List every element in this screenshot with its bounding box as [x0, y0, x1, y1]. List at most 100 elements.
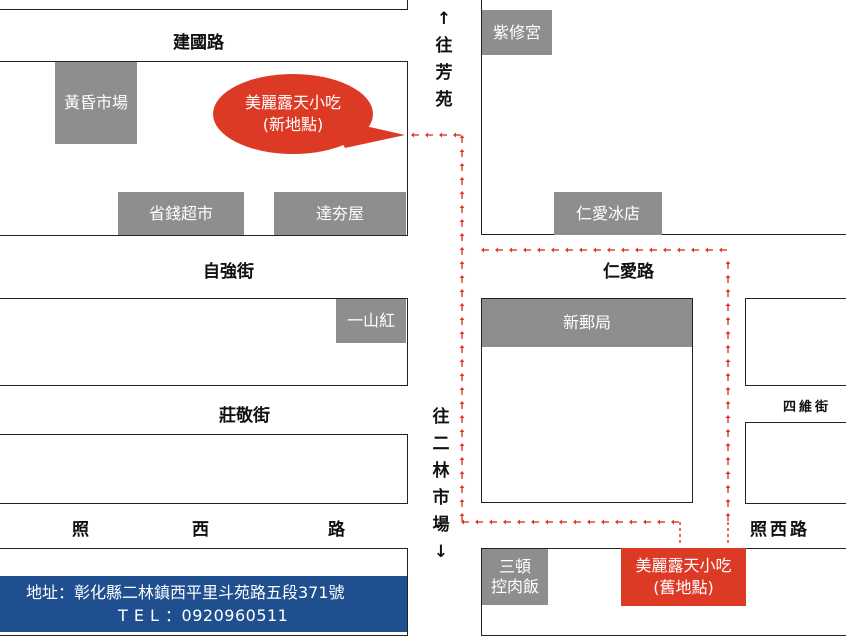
route-arrowhead	[537, 247, 540, 253]
route-arrowhead	[607, 247, 610, 253]
route-arrowhead	[459, 415, 465, 418]
route-arrowhead	[459, 149, 465, 152]
route-arrowhead	[411, 132, 414, 138]
road-zhaoxi-char-1: 照	[72, 520, 89, 540]
route-arrowhead	[459, 429, 465, 432]
route-arrowhead	[719, 247, 722, 253]
route-arrowhead	[725, 289, 731, 292]
route-arrowhead	[725, 261, 731, 264]
landmark-shengqian-label: 省錢超市	[148, 203, 213, 223]
direction-north-arrow-icon: ↑	[436, 9, 452, 29]
route-arrowhead	[459, 205, 465, 208]
route-arrowhead	[459, 331, 465, 334]
route-arrowhead	[579, 247, 582, 253]
route-arrowhead	[459, 387, 465, 390]
road-zhaoxi-char-3: 路	[328, 520, 345, 540]
old-location-note: (舊地點)	[653, 578, 714, 597]
route-arrowhead	[459, 485, 465, 488]
route-arrowhead	[459, 219, 465, 222]
route-arrowhead	[459, 275, 465, 278]
route-path	[411, 132, 731, 546]
route-arrowhead	[481, 247, 484, 253]
route-arrowhead	[725, 443, 731, 446]
new-location-marker: 美麗露天小吃 (新地點)	[213, 74, 373, 154]
route-arrowhead	[545, 519, 548, 525]
route-arrowhead	[725, 415, 731, 418]
tel-text: T E L ：0920960511	[118, 606, 289, 625]
route-arrowhead	[725, 485, 731, 488]
landmark-dakua-label: 達夯屋	[315, 203, 364, 223]
route-arrowhead	[725, 317, 731, 320]
landmark-huanghun-label: 黃昏市場	[63, 93, 128, 112]
route-arrowhead	[459, 303, 465, 306]
landmark-renai-ice: 仁愛冰店	[554, 192, 662, 235]
route-arrowhead	[459, 261, 465, 264]
landmark-huanghun-market: 黃昏市場	[55, 62, 137, 144]
route-arrowhead	[691, 247, 694, 253]
route-arrowhead	[453, 132, 456, 138]
road-siwei: 四維街	[783, 400, 832, 415]
landmark-yishanhong: 一山紅	[336, 299, 406, 343]
old-location-marker: 美麗露天小吃 (舊地點)	[621, 548, 746, 606]
route-arrowhead	[459, 401, 465, 404]
direction-south-char: 二	[432, 434, 450, 454]
route-arrowhead	[509, 247, 512, 253]
route-arrowhead	[459, 135, 465, 138]
route-arrowhead	[725, 457, 731, 460]
route-arrowhead	[459, 359, 465, 362]
route-arrowhead	[635, 247, 638, 253]
road-zhuangjing: 莊敬街	[219, 406, 270, 426]
new-location-note: (新地點)	[262, 115, 324, 134]
old-location-title: 美麗露天小吃	[635, 556, 732, 576]
block-top-left	[0, 0, 408, 10]
route-arrowhead	[663, 247, 666, 253]
address-info-bar: 地址：彰化縣二林鎮西平里斗苑路五段371號 T E L ：0920960511	[0, 576, 407, 632]
route-arrowhead	[725, 275, 731, 278]
route-arrowhead	[459, 247, 465, 250]
direction-north-char: 往	[435, 36, 453, 56]
road-zhaoxi-right: 照西路	[750, 520, 810, 540]
route-arrowhead	[671, 519, 674, 525]
route-arrowhead	[459, 191, 465, 194]
route-arrowhead	[649, 247, 652, 253]
route-arrowhead	[725, 471, 731, 474]
road-renai: 仁愛路	[603, 262, 654, 282]
landmark-renai-ice-label: 仁愛冰店	[575, 203, 640, 223]
route-arrowhead	[459, 163, 465, 166]
route-arrowhead	[439, 132, 442, 138]
route-arrowhead	[459, 457, 465, 460]
landmark-sandun-line1: 三頓	[498, 557, 531, 576]
route-arrowhead	[523, 247, 526, 253]
route-arrowhead	[725, 499, 731, 502]
direction-south-char: 場	[432, 515, 450, 535]
address-text: 地址：彰化縣二林鎮西平里斗苑路五段371號	[26, 582, 345, 602]
route-arrowhead	[495, 247, 498, 253]
road-ziqiang: 自強街	[203, 262, 254, 282]
block-right-2	[745, 422, 846, 504]
direction-north-char: 苑	[435, 90, 453, 110]
direction-south-arrow-icon: ↓	[433, 542, 449, 562]
route-arrowhead	[725, 373, 731, 376]
landmark-sandun-line2: 控肉飯	[490, 577, 539, 596]
direction-south-char: 市	[432, 488, 450, 508]
block-right-1	[745, 298, 846, 386]
route-arrowhead	[459, 513, 465, 516]
route-arrowhead	[621, 247, 624, 253]
landmark-post-label: 新郵局	[562, 313, 611, 332]
route-arrowhead	[677, 247, 680, 253]
route-arrowhead	[425, 132, 428, 138]
route-arrowhead	[725, 387, 731, 390]
landmark-shengqian-supermarket: 省錢超市	[118, 192, 244, 235]
route-arrowhead	[531, 519, 534, 525]
route-arrowhead	[725, 359, 731, 362]
route-arrowhead	[705, 247, 708, 253]
route-arrowhead	[459, 373, 465, 376]
direction-to-fangyuan: ↑ 往 芳 苑	[432, 6, 456, 114]
route-arrowhead	[459, 471, 465, 474]
route-arrowhead	[573, 519, 576, 525]
route-arrowhead	[593, 247, 596, 253]
route-arrowhead	[459, 177, 465, 180]
road-zhaoxi-char-2: 西	[192, 520, 209, 540]
route-arrowhead	[461, 519, 464, 525]
